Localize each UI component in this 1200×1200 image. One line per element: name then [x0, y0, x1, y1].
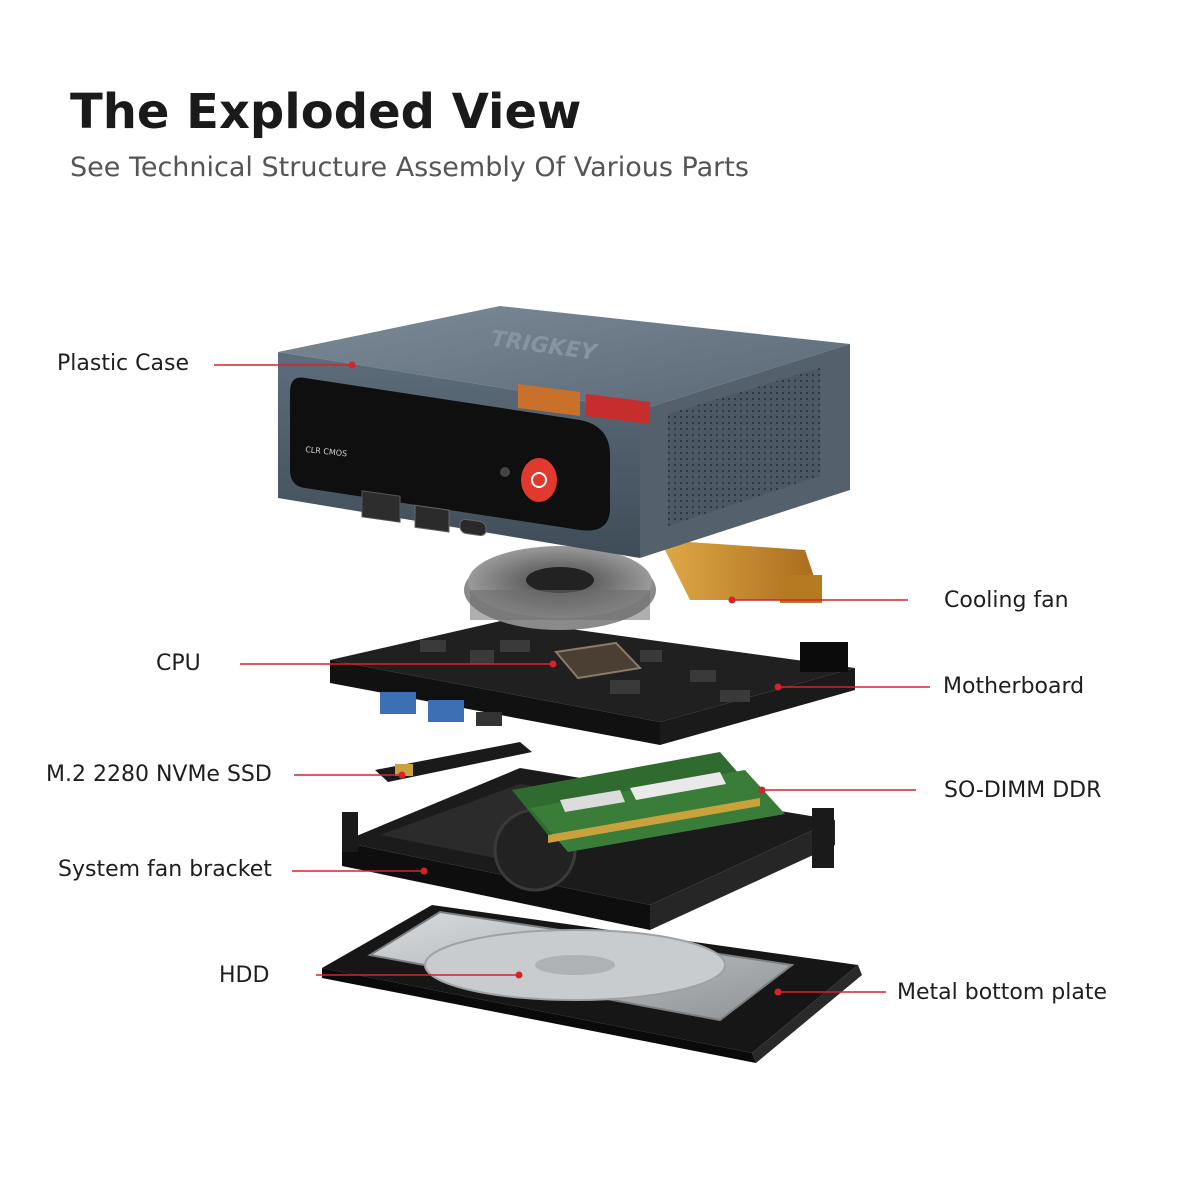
clr-cmos-label: CLR CMOS	[305, 445, 348, 458]
cooling-fan-assembly	[464, 540, 822, 630]
label-hdd: HDD	[219, 963, 270, 988]
label-motherboard: Motherboard	[943, 674, 1085, 699]
label-ssd: M.2 2280 NVMe SSD	[46, 762, 272, 787]
so-dimm-ram	[512, 752, 785, 852]
hdd-drive	[367, 910, 795, 1022]
page-subtitle: See Technical Structure Assembly Of Vari…	[70, 152, 749, 183]
label-plastic-case: Plastic Case	[57, 351, 189, 376]
label-cooling-fan: Cooling fan	[944, 588, 1069, 613]
page-title: The Exploded View	[70, 84, 582, 140]
power-button	[521, 458, 557, 502]
label-ram: SO-DIMM DDR	[944, 778, 1102, 803]
cpu-chip	[554, 641, 643, 680]
label-bottom-plate: Metal bottom plate	[897, 980, 1108, 1005]
gpu-sticker	[586, 394, 650, 424]
plastic-case: TRIGKEY CLR CMOS	[278, 306, 850, 558]
motherboard	[330, 620, 855, 745]
cpu-sticker	[518, 384, 580, 416]
label-fan-bracket: System fan bracket	[58, 857, 272, 882]
leader-dots	[348, 361, 782, 996]
label-cpu: CPU	[156, 651, 201, 676]
power-icon	[531, 472, 547, 488]
leader-lines	[214, 364, 930, 993]
